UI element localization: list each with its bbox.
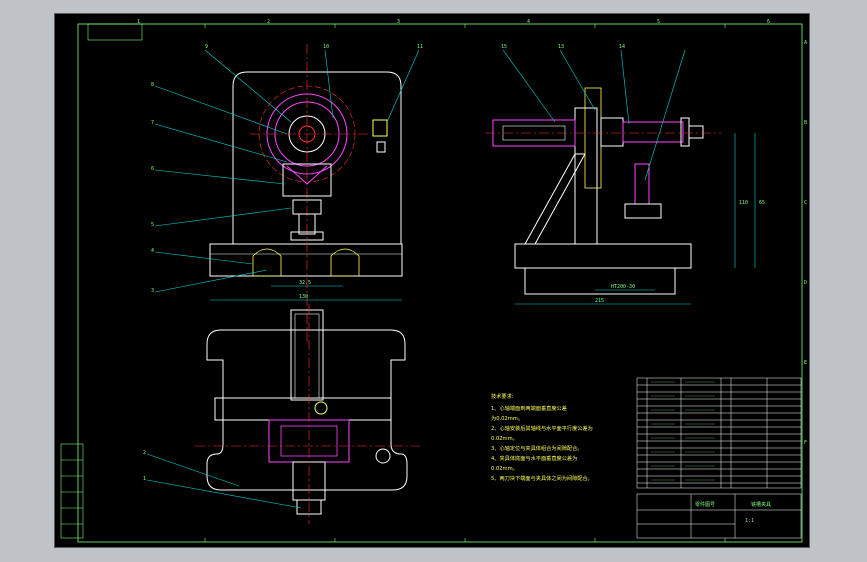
title-block-drawer: 零件图号 (695, 501, 715, 508)
title-block (636, 493, 802, 539)
balloon: 5 (151, 222, 154, 228)
zone-number: 5 (657, 19, 660, 25)
zone-letter: A (804, 40, 807, 46)
sheet-border (77, 23, 803, 543)
tech-note: 为0.02mm。 (491, 414, 523, 422)
revision-stack (60, 443, 84, 539)
tech-note: 3、心轴定位与夹具体组合为间隙配合。 (491, 444, 583, 452)
plan-balloons: 2 1 (143, 450, 146, 482)
cad-drawing: 1 2 3 4 5 6 A B C D E F (60, 19, 807, 543)
front-view: 32.5 130 (209, 44, 403, 344)
technical-requirements: 技术要求: 1、心轴端面到两端面垂直度公差 为0.02mm。 2、心轴安装后其轴… (491, 392, 593, 482)
tech-note: 5、两刀块下端面与夹具体之间为间隙配合。 (491, 474, 593, 482)
zone-number: 2 (267, 19, 270, 25)
balloon: 13 (558, 44, 564, 50)
drawing-sheet: 1 2 3 4 5 6 A B C D E F (54, 13, 810, 548)
balloon: 2 (143, 450, 146, 456)
balloon: 4 (151, 248, 154, 254)
zone-number: 4 (527, 19, 530, 25)
zone-number: 1 (137, 19, 140, 25)
balloon: 3 (151, 288, 154, 294)
zone-letters: A B C D E F (804, 40, 807, 446)
balloon: 8 (151, 82, 154, 88)
parts-list (636, 377, 802, 489)
dim-side-width: 215 (595, 298, 604, 304)
corner-box (87, 23, 143, 41)
dim-side-height2: 65 (759, 200, 765, 206)
balloon: 15 (501, 44, 507, 50)
balloon: 6 (151, 166, 154, 172)
title-block-scale: 1:1 (745, 518, 754, 524)
balloon: 14 (619, 44, 625, 50)
side-view: 215 110 65 HT200-30 (485, 87, 765, 305)
plan-view (195, 304, 420, 524)
plan-leaders (146, 453, 302, 509)
side-balloons: 15 13 14 (501, 44, 625, 50)
dim-front-width: 32.5 (299, 280, 311, 286)
tech-note: 1、心轴端面到两端面垂直度公差 (491, 404, 567, 412)
tech-note: 4、夹具体底面与水平面垂直度公差为 (491, 454, 577, 462)
zone-ticks (204, 24, 726, 542)
dim-side-height: 110 (739, 200, 748, 206)
tech-title: 技术要求: (491, 392, 514, 400)
parts-list-entries (651, 381, 715, 481)
tech-note: 2、心轴安装后其轴线与水平面平行度公差为 (491, 424, 593, 432)
zone-letter: E (804, 360, 807, 366)
balloon: 9 (205, 44, 208, 50)
zone-number: 6 (767, 19, 770, 25)
tech-note: 0.02mm。 (491, 466, 518, 472)
tech-note: 0.02mm。 (491, 436, 518, 442)
zone-letter: D (804, 280, 807, 286)
zone-letter: F (804, 440, 807, 446)
dim-front-base: 130 (299, 294, 308, 300)
balloon: 10 (323, 44, 329, 50)
balloon: 11 (417, 44, 423, 50)
balloon: 7 (151, 120, 154, 126)
title-block-name: 铣槽夹具 (751, 501, 771, 508)
zone-letter: B (804, 120, 807, 126)
zone-letter: C (804, 200, 807, 206)
front-leaders (154, 49, 420, 293)
zone-numbers: 1 2 3 4 5 6 (137, 19, 770, 25)
dim-side-bottom: HT200-30 (611, 284, 635, 290)
zone-number: 3 (397, 19, 400, 25)
side-leaders (502, 49, 686, 181)
balloon: 1 (143, 476, 146, 482)
front-balloons: 9 10 11 8 7 6 5 4 3 (151, 44, 423, 294)
